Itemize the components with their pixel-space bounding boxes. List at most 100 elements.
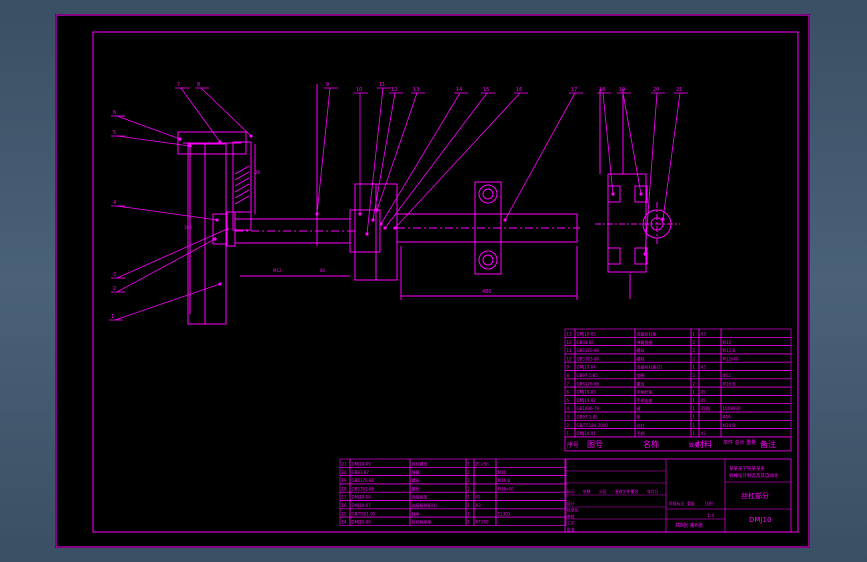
upper-row-no: 7	[567, 381, 570, 386]
upper-row-material: A3	[701, 365, 707, 370]
upper-row-cell	[720, 386, 792, 396]
lower-row-code: DMJ10-08	[352, 495, 372, 500]
sheet-info: 共8张 第8张	[675, 522, 703, 529]
leader-line-20	[644, 92, 658, 255]
title-sign-label: 设计	[567, 501, 575, 506]
balloon-16: 16	[516, 87, 522, 93]
upper-row-name: 连接丝杠座(2)	[637, 364, 663, 370]
lower-row-qty: 1	[468, 520, 471, 525]
header-code: 图号	[587, 440, 603, 449]
header-no: 序号	[567, 441, 579, 449]
upper-row-material: A3	[701, 332, 707, 337]
lower-row-no: 21	[342, 462, 348, 467]
upper-row-material: A3	[701, 431, 707, 436]
upper-row-name: 手柄支座	[637, 397, 653, 403]
upper-row-name: 手柄	[637, 430, 645, 436]
school-line1: 某某某学院某某系	[729, 465, 765, 472]
lower-row-code: DMJ10-07	[352, 503, 372, 508]
leader-dot-15	[383, 226, 387, 230]
upper-row-code: GB/T5184-2000	[577, 423, 609, 428]
title-block-frame	[564, 458, 792, 533]
upper-row-no: 11	[567, 348, 573, 353]
upper-row-cell	[720, 361, 792, 371]
upper-row-cell	[634, 403, 692, 413]
lower-row-name: 螺栓	[412, 485, 420, 491]
title-stage-label: 比例	[705, 501, 713, 506]
lower-row-name: 轴承	[412, 510, 420, 516]
school-line2: 机械设计制造及其自动化	[729, 472, 779, 479]
upper-row-name: 弹簧垫圈	[637, 339, 653, 345]
balloon-9: 9	[326, 82, 329, 88]
upper-row-no: 12	[567, 340, 573, 345]
upper-row-code: GB93-87	[577, 340, 595, 345]
hatch-line	[234, 195, 250, 205]
upper-row-material: 45	[701, 398, 707, 403]
upper-row-no: 13	[567, 332, 573, 337]
title-sign-label: 工艺	[567, 521, 575, 526]
title-stage-label: 阶段标记	[669, 501, 684, 506]
leader-dot-14	[379, 222, 383, 226]
lower-row-cell	[495, 458, 567, 468]
upper-row-qty: 2	[693, 340, 696, 345]
balloon-3: 3	[113, 272, 116, 278]
leader-dot-17	[503, 218, 507, 222]
title-sign-label: 批准	[567, 527, 575, 532]
lower-row-qty: 2	[468, 486, 471, 491]
angle-bracket	[232, 141, 252, 213]
drawing-code: DMJ10	[749, 516, 771, 524]
lower-row-cell	[495, 516, 567, 526]
balloon-18: 18	[599, 87, 605, 93]
upper-row-qty: 1	[693, 390, 696, 395]
scale-value: 1:4	[707, 513, 714, 519]
lower-row-cell	[495, 466, 567, 476]
lower-row-qty: 2	[468, 470, 471, 475]
header-material: 材料	[696, 439, 712, 449]
leader-dot-13	[375, 208, 379, 212]
dim-d3: 100	[184, 225, 192, 230]
upper-row-material: 45	[701, 390, 707, 395]
leader-line-18	[602, 92, 614, 195]
top-hex-bolt	[482, 188, 494, 200]
lower-row-qty: 1	[468, 462, 471, 467]
title-row-label: 年月日	[647, 489, 659, 494]
upper-row-code: GB97.1-85	[577, 415, 599, 420]
leader-line-11	[366, 87, 384, 235]
upper-row-name: 连接丝杠座	[637, 331, 657, 337]
leader-dot-12	[371, 218, 375, 222]
lower-row-material: 45	[476, 495, 482, 500]
lower-row-cell	[473, 466, 497, 476]
lower-row-material: ZCuSn	[476, 462, 490, 467]
lower-row-no: 19	[342, 478, 348, 483]
side-view-plate	[607, 173, 647, 273]
header-note: 备注	[760, 439, 776, 449]
upper-row-qty: 2	[693, 356, 696, 361]
upper-row-cell	[720, 370, 792, 380]
upper-row-code: DMJ10-02	[577, 398, 597, 403]
upper-row-cell	[698, 411, 722, 421]
balloon-21: 21	[676, 87, 682, 93]
header-weight: 单件 总计 重量	[723, 439, 756, 446]
screw-nut-carrier	[474, 181, 502, 275]
lower-row-no: 14	[342, 520, 348, 525]
leader-line-15	[384, 92, 488, 229]
dim-overall-length: 480	[482, 289, 492, 295]
leader-line-14	[380, 92, 461, 225]
upper-row-name: 螺栓	[637, 355, 645, 361]
lower-row-name: 丝杠螺母	[412, 461, 428, 467]
leader-dot-21	[661, 217, 665, 221]
drawing-title: 丝杠部分	[741, 491, 769, 500]
dim-d1: M12	[273, 268, 282, 273]
parts-header-frame	[564, 436, 792, 452]
dim-d4: 80	[320, 268, 326, 273]
leader-dot-18	[611, 192, 615, 196]
lower-row-name: 螺母	[412, 477, 420, 483]
handle-grip	[177, 131, 247, 155]
upper-row-qty: 1	[693, 415, 696, 420]
balloon-1: 1	[111, 314, 114, 320]
balloon-5: 5	[113, 130, 116, 136]
upper-row-no: 10	[567, 356, 573, 361]
leader-line-9	[316, 87, 331, 215]
upper-row-cell	[720, 411, 792, 421]
